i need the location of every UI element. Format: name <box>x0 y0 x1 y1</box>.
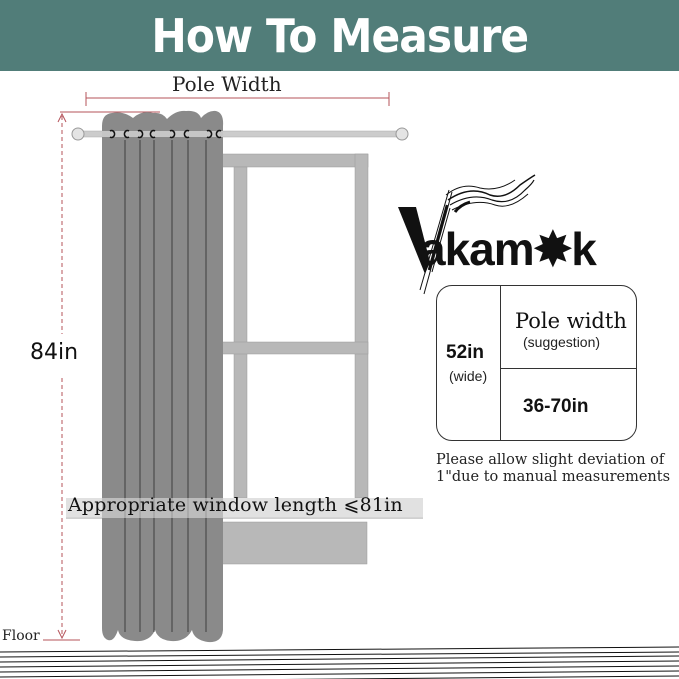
note-line-2: 1"due to manual measurements <box>436 469 671 485</box>
pole-width-dimension-line <box>85 92 390 106</box>
pole-width-sub: (suggestion) <box>523 334 601 350</box>
table-divider-vertical <box>500 286 501 440</box>
feather-v-icon <box>398 174 536 295</box>
pole-width-value: 36-70in <box>523 396 589 417</box>
curtain-panel <box>102 110 224 643</box>
page-title: How To Measure <box>151 8 529 63</box>
curtain-pole <box>71 127 409 141</box>
height-dimension-line <box>57 112 67 640</box>
table-divider-horizontal <box>501 368 636 369</box>
pole-finial-right-icon <box>395 127 409 141</box>
window-sill <box>66 498 423 518</box>
curtain-width-value: 52in <box>446 342 485 363</box>
window-length-label: Appropriate window length ⩽81in <box>68 494 403 516</box>
curtain-height-label: 84in <box>30 340 79 365</box>
deviation-note: Please allow slight deviation of 1"due t… <box>436 452 670 486</box>
pole-width-title: Pole width <box>515 309 627 333</box>
floor-hatching <box>0 646 679 679</box>
pole-width-label: Pole Width <box>172 72 282 96</box>
curtain-width-sub: (wide) <box>449 368 488 384</box>
size-table <box>436 285 637 441</box>
note-line-1: Please allow slight deviation of <box>436 452 665 468</box>
floor-label: Floor <box>2 628 40 644</box>
brand-logo: akam✸k <box>420 223 597 275</box>
pole-finial-left-icon <box>71 127 85 141</box>
header-banner: How To Measure <box>0 0 679 71</box>
